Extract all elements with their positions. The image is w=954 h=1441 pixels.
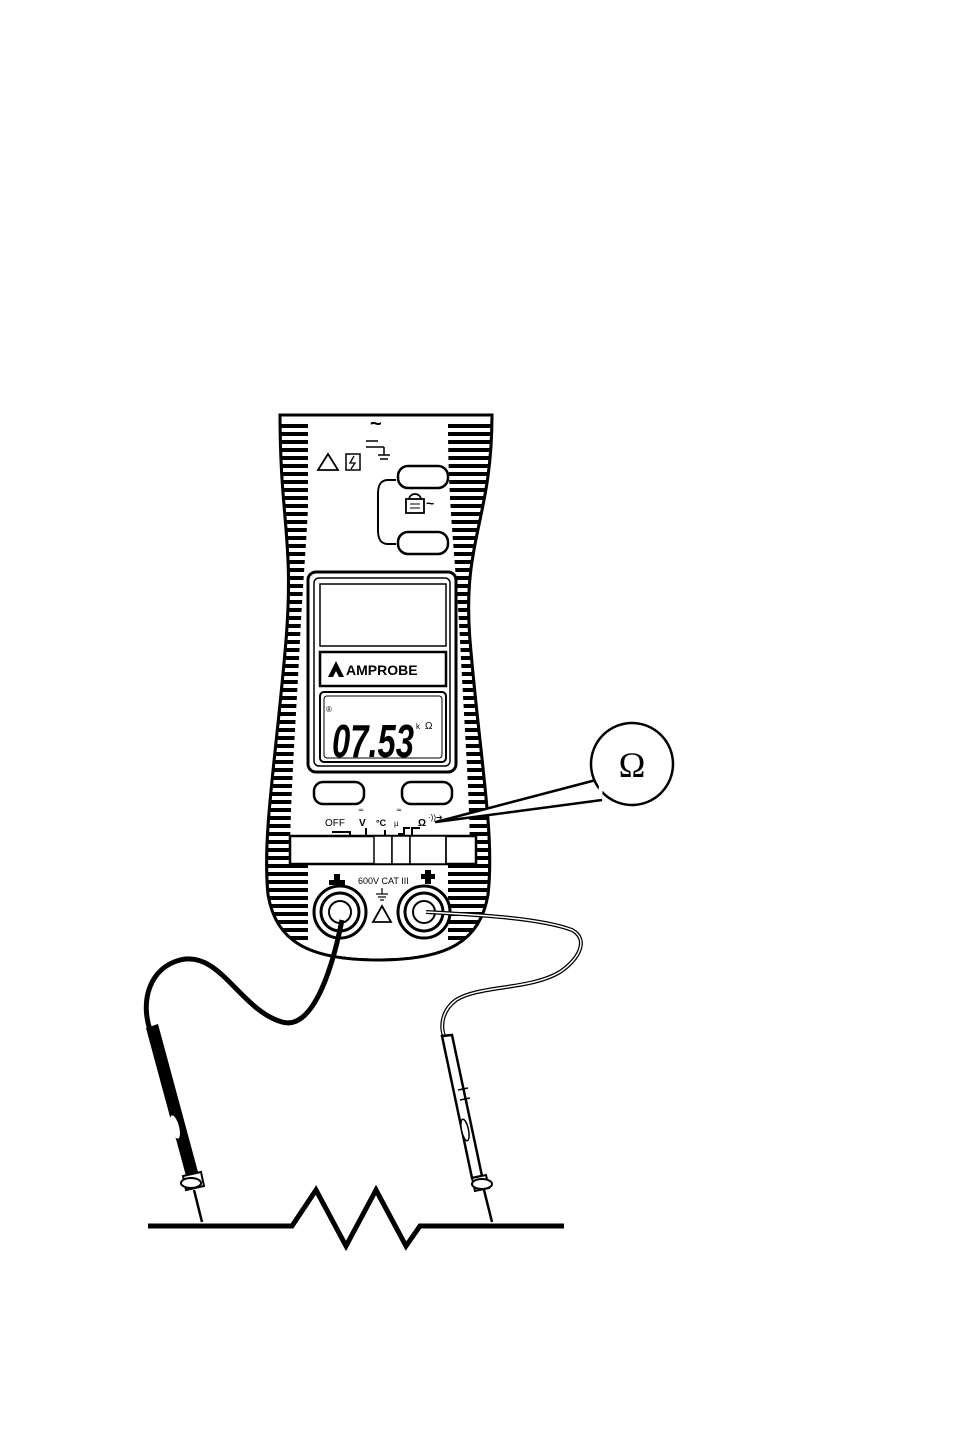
- black-test-lead: [143, 919, 345, 1223]
- dial-acdc-symbol-ua: ≂: [396, 807, 402, 814]
- ground-icon: [376, 888, 388, 901]
- upper-window: [319, 583, 447, 647]
- plus-icon: [421, 870, 435, 884]
- resistor-icon: [148, 1184, 564, 1252]
- lcd-hold-indicator: ®: [326, 705, 332, 714]
- lcd-unit-prefix: k: [416, 722, 421, 731]
- ohm-callout: Ω: [434, 721, 675, 824]
- dial-label-micro: µ: [394, 819, 399, 828]
- dc-ground-icon: [366, 440, 390, 460]
- amprobe-logo-icon: [328, 661, 344, 677]
- lcd-unit: Ω: [425, 721, 433, 732]
- minus-icon: [334, 874, 340, 882]
- lcd-screen: [319, 691, 447, 763]
- terminal-rating: 600V CAT III: [358, 876, 409, 886]
- selector-labels: OFF V °C µ Ω ≂ ≂ ·))➔: [325, 807, 443, 836]
- hold-button-bottom[interactable]: [396, 530, 450, 556]
- red-test-lead: [425, 910, 583, 1223]
- ac-symbol: ~: [370, 413, 382, 435]
- function-button-left[interactable]: [312, 780, 366, 806]
- function-button-right[interactable]: [400, 780, 454, 806]
- continuity-diode-icon: ·))➔: [428, 813, 443, 822]
- warning-triangle-icon: [316, 452, 340, 471]
- black-probe-tip: [192, 1189, 204, 1223]
- upper-face-symbols: ~: [316, 413, 390, 471]
- black-probe-handle: [146, 1024, 198, 1176]
- dial-label-off: OFF: [325, 818, 345, 829]
- dial-acdc-symbol-v: ≂: [358, 807, 364, 814]
- callout-ohm-symbol: Ω: [619, 745, 646, 785]
- red-probe-tip: [482, 1189, 494, 1223]
- hold-button-top[interactable]: [396, 464, 450, 490]
- dial-label-ohm: Ω: [418, 818, 426, 829]
- high-voltage-icon: [345, 453, 361, 471]
- dial-label-celsius: °C: [376, 818, 387, 828]
- hold-button-group: ~: [377, 464, 450, 556]
- display-window: AMPROBE ® 07.53 k Ω: [306, 570, 458, 774]
- brand-name: AMPROBE: [346, 662, 418, 678]
- terminal-warning-icon: [371, 904, 393, 923]
- lock-hold-icon: [405, 493, 425, 514]
- brand-plate: AMPROBE: [318, 650, 448, 688]
- hold-ac-symbol: ~: [426, 495, 434, 511]
- dial-label-volts: V: [359, 818, 366, 829]
- lcd-reading: 07.53: [332, 715, 414, 767]
- rotary-selector[interactable]: [288, 834, 478, 866]
